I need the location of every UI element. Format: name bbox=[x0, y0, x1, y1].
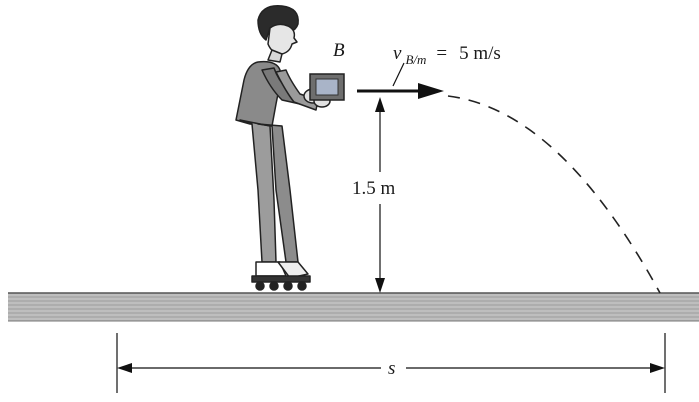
ground bbox=[8, 292, 699, 322]
velocity-arrow bbox=[357, 83, 444, 99]
block-b bbox=[309, 73, 345, 101]
velocity-value: 5 m/s bbox=[459, 43, 501, 64]
height-dimension bbox=[375, 97, 385, 293]
distance-label: s bbox=[388, 358, 395, 379]
distance-dimension bbox=[116, 333, 666, 393]
skater-person bbox=[235, 5, 331, 291]
velocity-symbol: v bbox=[393, 43, 402, 64]
trajectory-path bbox=[447, 95, 661, 294]
velocity-subscript: B/m bbox=[405, 52, 426, 67]
velocity-leader-line bbox=[392, 62, 405, 87]
velocity-label: v B/m = 5 m/s bbox=[393, 43, 501, 68]
block-label: B bbox=[333, 40, 345, 61]
height-label: 1.5 m bbox=[352, 178, 396, 199]
velocity-equals: = bbox=[436, 43, 447, 64]
